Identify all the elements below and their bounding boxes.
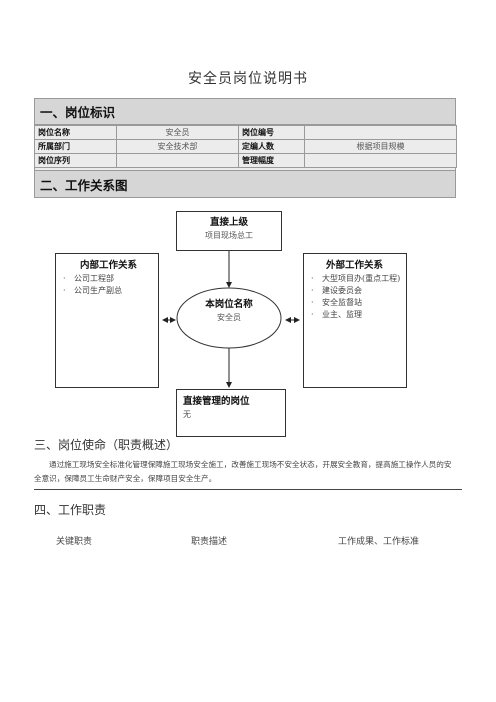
table-row: 所属部门 安全技术部 定编人数 根据项目规模 xyxy=(34,139,457,154)
label-department: 所属部门 xyxy=(34,139,117,154)
external-list: 大型项目办(重点工程) 建设委员会 安全监督站 业主、监理 xyxy=(308,273,402,321)
value-position-code xyxy=(304,125,457,140)
value-position-name: 安全员 xyxy=(116,125,239,140)
section-4-heading: 四、工作职责 xyxy=(34,503,107,517)
subordinate-subtitle: 无 xyxy=(183,410,191,419)
diagram-connectors xyxy=(162,251,300,388)
work-relationship-diagram: 直接上级 项目现场总工 内部工作关系 公司工程部 公司生产副总 本岗位名称 安全… xyxy=(51,208,437,440)
label-position-series: 岗位序列 xyxy=(34,153,117,168)
table-row: 岗位名称 安全员 岗位编号 xyxy=(34,125,457,140)
center-subtitle: 安全员 xyxy=(217,313,241,322)
label-position-code: 岗位编号 xyxy=(238,125,305,140)
internal-relations-box: 内部工作关系 公司工程部 公司生产副总 xyxy=(55,253,159,388)
superior-title: 直接上级 xyxy=(209,217,248,228)
center-label: 本岗位名称 安全员 xyxy=(177,296,281,323)
center-ellipse xyxy=(176,287,282,349)
value-position-series xyxy=(116,153,239,168)
divider xyxy=(34,489,462,490)
document-title: 安全员岗位说明书 xyxy=(188,71,308,87)
center-title: 本岗位名称 xyxy=(205,299,253,310)
list-item: 大型项目办(重点工程) xyxy=(308,273,402,285)
list-item: 建设委员会 xyxy=(308,285,402,297)
internal-title: 内部工作关系 xyxy=(80,260,138,271)
list-item: 业主、监理 xyxy=(308,309,402,321)
external-title: 外部工作关系 xyxy=(326,260,384,271)
column-key-duties: 关键职责 xyxy=(56,537,93,547)
position-info-table: 岗位名称 安全员 岗位编号 所属部门 安全技术部 定编人数 根据项目规模 岗位序… xyxy=(34,125,457,168)
internal-list: 公司工程部 公司生产副总 xyxy=(60,273,154,297)
column-duty-description: 职责描述 xyxy=(191,537,228,547)
superior-subtitle: 项目现场总工 xyxy=(205,231,253,240)
section-3-heading: 三、岗位使命（职责概述） xyxy=(34,438,179,452)
value-department: 安全技术部 xyxy=(116,139,239,154)
value-headcount: 根据项目规模 xyxy=(304,139,457,154)
section-2-heading: 二、工作关系图 xyxy=(34,170,456,198)
section-1-heading: 一、岗位标识 xyxy=(34,98,456,125)
superior-box: 直接上级 项目现场总工 xyxy=(176,211,282,251)
subordinate-title: 直接管理的岗位 xyxy=(183,396,250,407)
list-item: 安全监督站 xyxy=(308,297,402,309)
list-item: 公司生产副总 xyxy=(60,285,154,297)
label-position-name: 岗位名称 xyxy=(34,125,117,140)
table-row: 岗位序列 管理幅度 xyxy=(34,153,457,168)
column-results-standards: 工作成果、工作标准 xyxy=(338,537,420,547)
mission-text: 通过施工现场安全标准化管理保障施工现场安全施工，改善施工现场不安全状态，开展安全… xyxy=(34,460,452,483)
list-item: 公司工程部 xyxy=(60,273,154,285)
subordinate-box: 直接管理的岗位 无 xyxy=(176,389,286,437)
label-management-span: 管理幅度 xyxy=(238,153,305,168)
label-headcount: 定编人数 xyxy=(238,139,305,154)
external-relations-box: 外部工作关系 大型项目办(重点工程) 建设委员会 安全监督站 业主、监理 xyxy=(303,253,407,388)
value-management-span xyxy=(304,153,457,168)
